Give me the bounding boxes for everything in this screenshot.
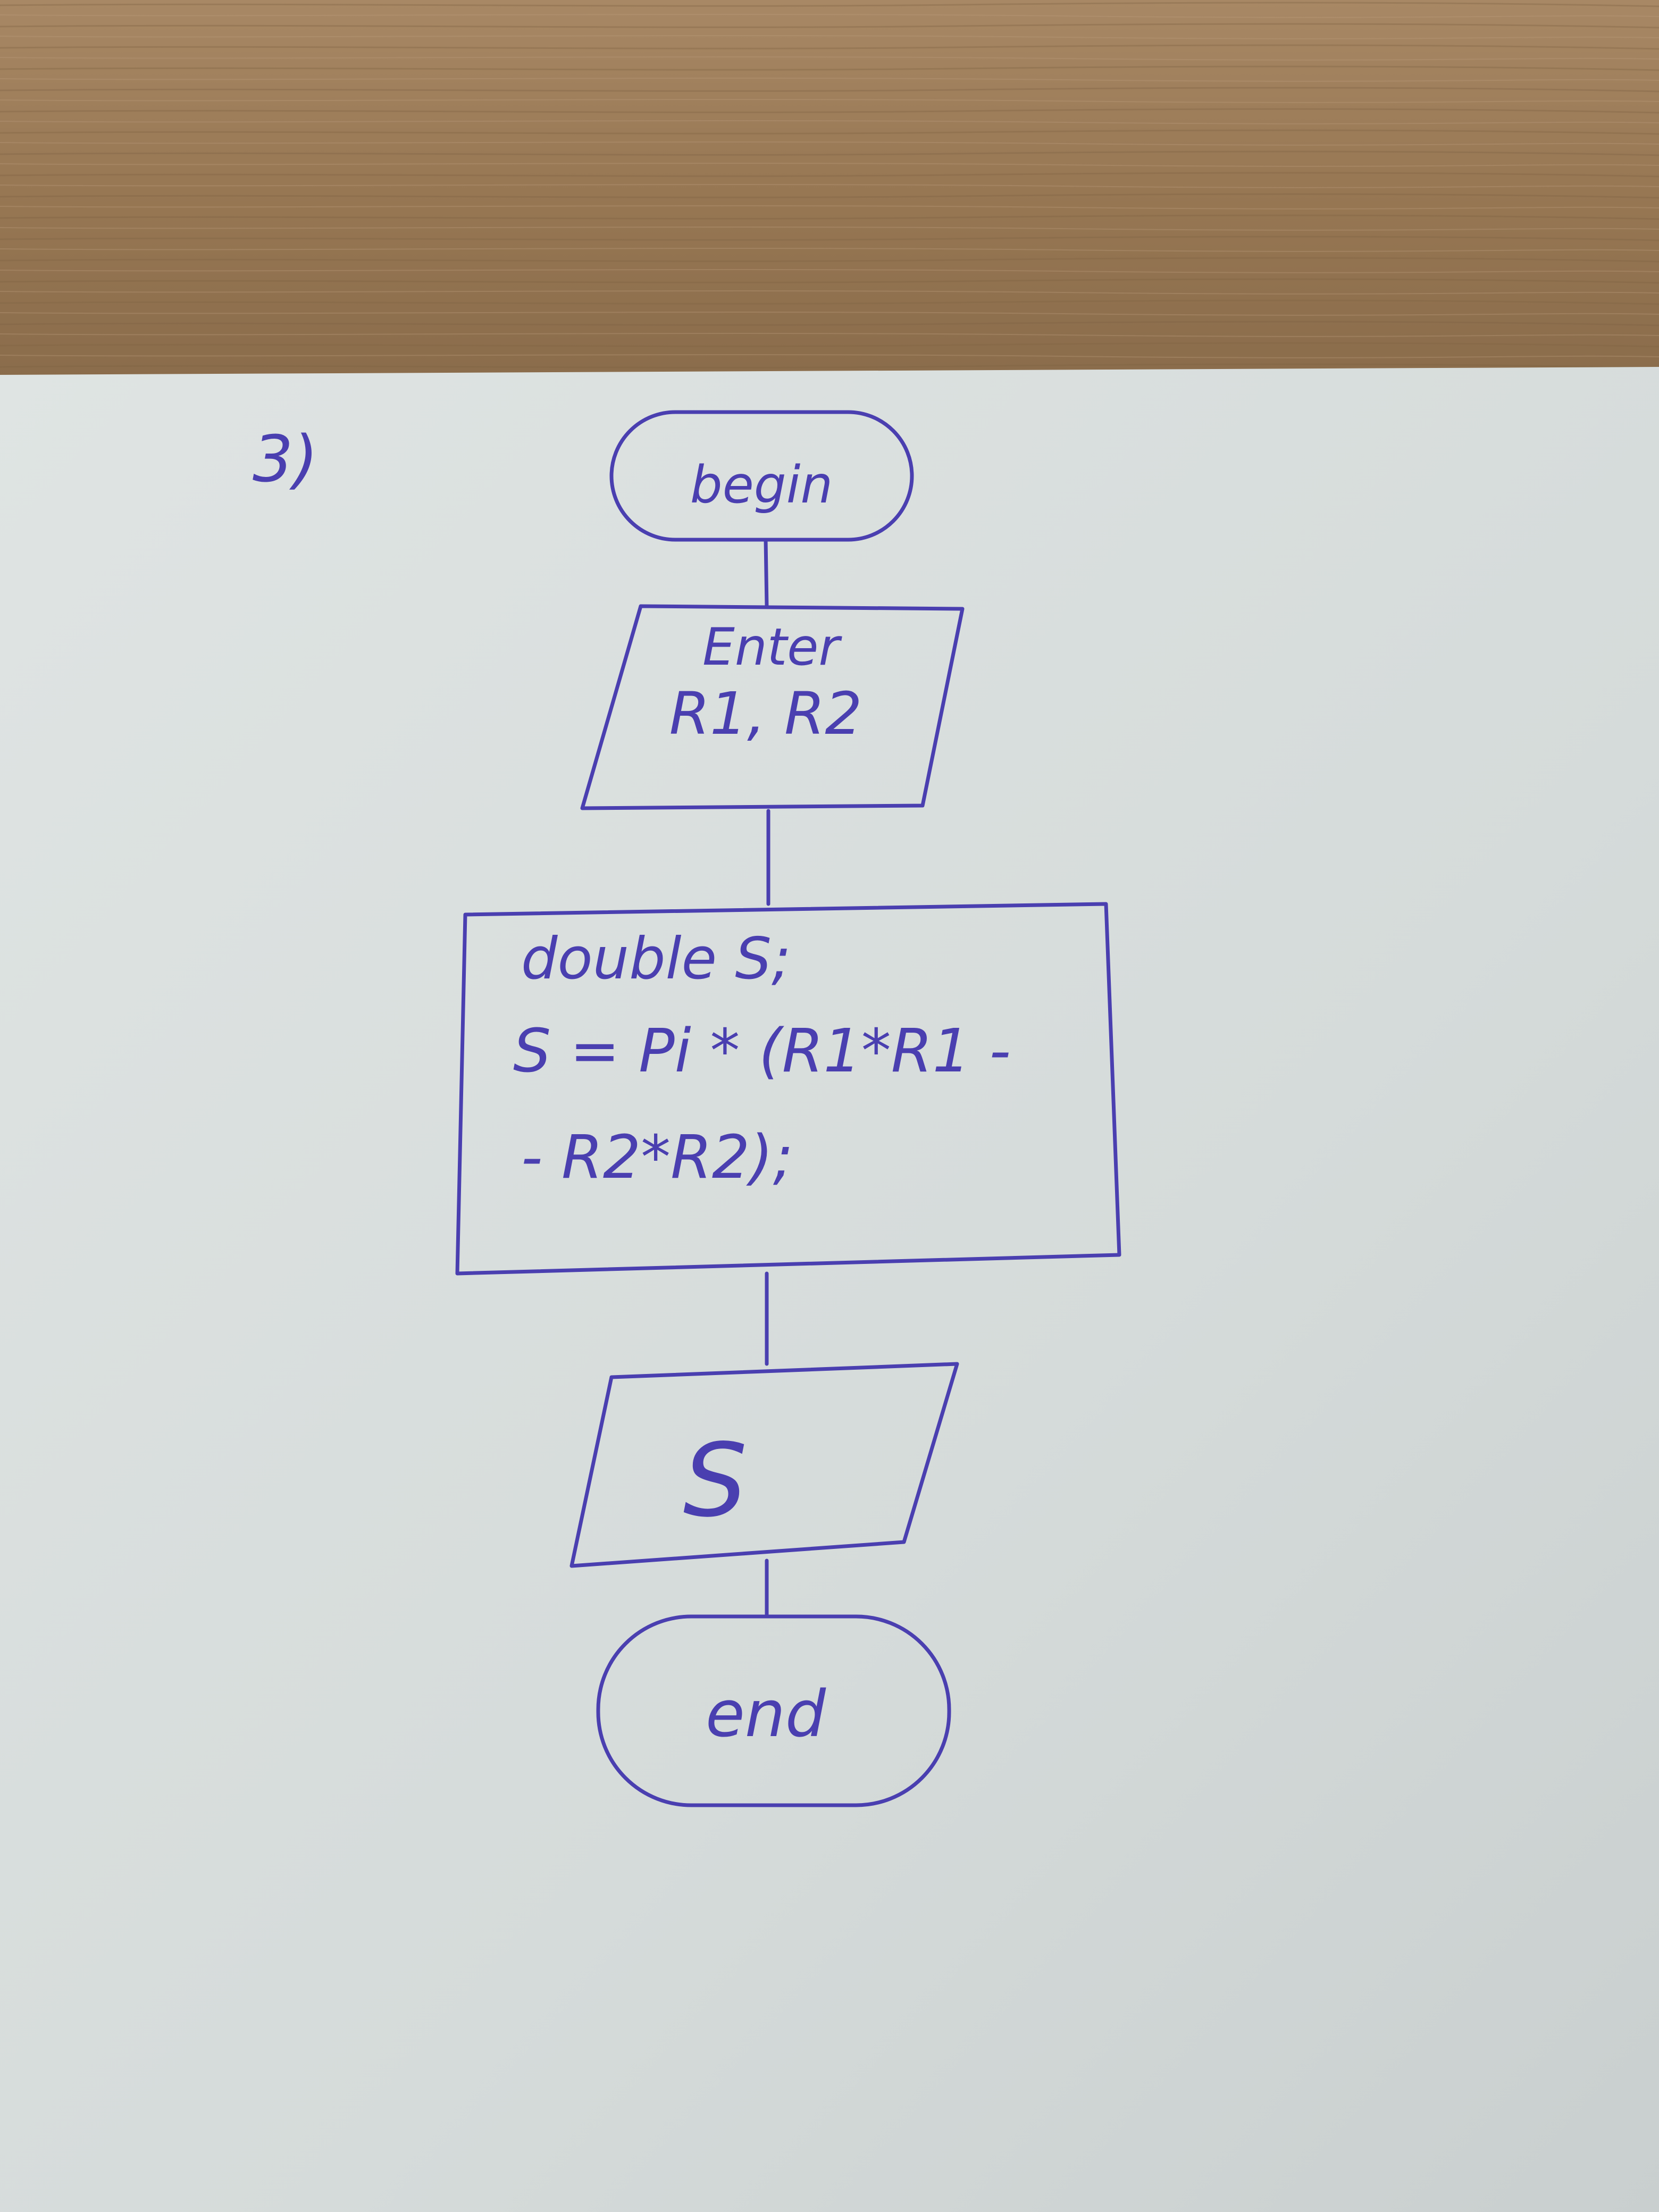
process-line-2: S = Pi * (R1*R1 - xyxy=(513,1017,1011,1086)
output-block: S xyxy=(569,1362,959,1568)
end-terminator: end xyxy=(596,1614,951,1807)
wooden-desk xyxy=(0,0,1659,383)
process-line-1: double S; xyxy=(521,926,791,992)
paper-sheet xyxy=(0,367,1659,2212)
input-label-line-1: Enter xyxy=(702,617,842,677)
input-label-line-2: R1, R2 xyxy=(669,680,862,748)
problem-number: 3) xyxy=(253,423,318,497)
end-label: end xyxy=(706,1678,826,1752)
input-block: Enter R1, R2 xyxy=(580,604,965,810)
process-line-3: - R2*R2); xyxy=(521,1123,793,1192)
flow-connectors xyxy=(764,538,770,1619)
output-label: S xyxy=(683,1422,748,1539)
process-block: double S; S = Pi * (R1*R1 - - R2*R2); xyxy=(455,902,1121,1276)
start-label: begin xyxy=(690,455,833,515)
start-terminator: begin xyxy=(609,410,914,542)
